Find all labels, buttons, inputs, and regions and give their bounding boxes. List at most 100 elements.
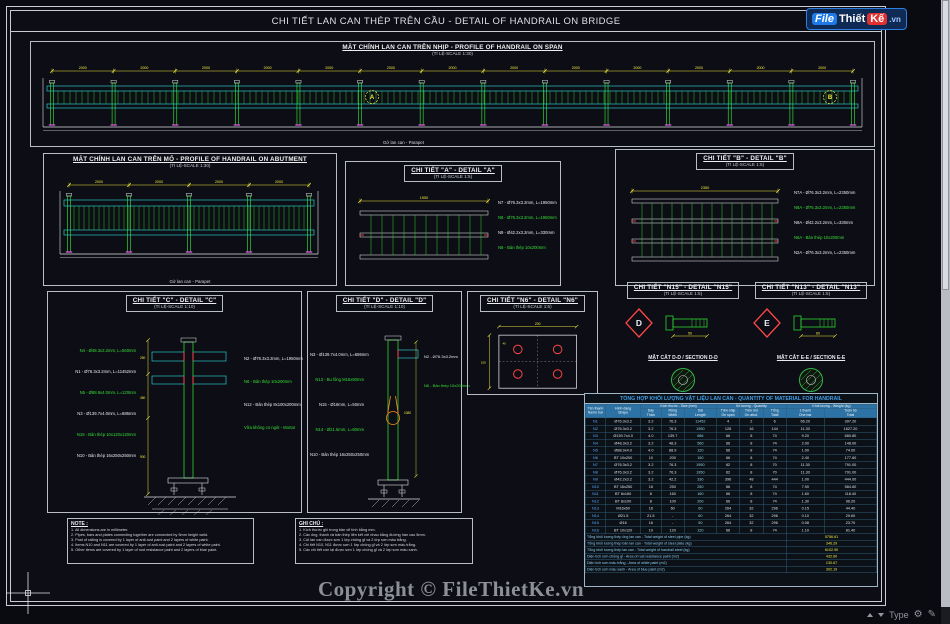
section-letter: E [764, 318, 770, 328]
svg-text:2000: 2000 [325, 66, 333, 70]
detail-title-box: CHI TIẾT "N6" - DETAIL "N6" (TỈ LỆ-SCALE… [480, 295, 585, 312]
panel-title: CHI TIẾT "N13" - DETAIL "N13" [761, 284, 861, 291]
panel-scale: (TỈ LỆ-SCALE 1:30) [432, 51, 473, 56]
svg-text:2350: 2350 [701, 186, 709, 190]
drawing-sheet: CHI TIẾT LAN CAN THÉP TRÊN CẦU - DETAIL … [6, 6, 886, 606]
pickbox [25, 590, 31, 596]
annotation-label: N4 - Ø48.3x3.2mm, L=560mm [79, 348, 136, 353]
material-quantity-table: TỔNG HỢP KHỐI LƯỢNG VẬT LIỆU LAN CAN - Q… [584, 393, 878, 587]
annotation-label: N8A - Ø76.3x3.2mm, L=2350mm [794, 205, 856, 210]
ghi-chu-box: GHI CHÚ : 1. Kích thước ghi trong bản vẽ… [295, 518, 473, 564]
crosshair-cursor [6, 572, 50, 614]
annotation-label: N6 - Bản thép 10x200mm [498, 245, 546, 250]
chevron-up-icon[interactable] [867, 613, 874, 617]
annotation-label: N12 - Bản thép 8x100x200mm [244, 402, 301, 407]
svg-text:150: 150 [481, 361, 486, 365]
svg-text:2000: 2000 [155, 180, 163, 184]
panel-detail-d: CHI TIẾT "D" - DETAIL "D" (TỈ LỆ-SCALE 1… [307, 291, 470, 513]
panel-detail-a: CHI TIẾT "A" - DETAIL "A" (TỈ LỆ-SCALE 1… [345, 161, 561, 286]
section-ee-label: MẶT CẮT E-E / SECTION E-E [776, 355, 846, 361]
detail-title-box: CHI TIẾT "N13" - DETAIL "N13" (TỈ LỆ-SCA… [754, 282, 868, 299]
chevron-down-icon[interactable] [878, 613, 885, 617]
sheet-inner-frame: CHI TIẾT LAN CAN THÉP TRÊN CẦU - DETAIL … [10, 10, 882, 602]
annotation-column-left: N4 - Ø48.3x3.2mm, L=560mm N1 - Ø76.3x3.2m… [50, 348, 136, 458]
annotation-label: N10 - Bản thép 16x250x250mm [76, 453, 136, 458]
n15-bolt-drawing: D 50 [625, 308, 710, 339]
annotation-label: 4. Chi tiết N10, N11 được sơn 1 lớp chốn… [299, 543, 417, 548]
annotation-label: N2A - Ø76.3x3.2mm, L=2350mm [794, 250, 856, 255]
drawing-title: CHI TIẾT LAN CAN THÉP TRÊN CẦU - DETAIL … [11, 11, 881, 32]
detail-title-box: CHI TIẾT "C" - DETAIL "C" (TỈ LỆ-SCALE 1… [125, 295, 224, 312]
section-letter: D [636, 318, 642, 328]
panel-scale: (TỈ LỆ-SCALE 1:5) [791, 291, 831, 296]
annotation-label: N2 - Ø76.3x3.2mm, L=1950mm [244, 356, 303, 361]
quantity-table-title: TỔNG HỢP KHỐI LƯỢNG VẬT LIỆU LAN CAN - Q… [585, 394, 877, 404]
svg-text:50: 50 [688, 332, 692, 336]
svg-text:2000: 2000 [387, 66, 395, 70]
section-ee-circle [799, 368, 823, 392]
svg-text:A: A [370, 95, 375, 101]
filethietke-logo[interactable]: File Thiết Kế .vn [806, 8, 907, 30]
note-items: 1. All dimensions are in millimeter.2. P… [71, 528, 250, 553]
detail-a-drawing: 1950 [357, 196, 491, 260]
annotation-label: N7A - Ø76.3x3.2mm, L=2350mm [794, 190, 856, 195]
gear-icon[interactable]: ⚙ [913, 609, 923, 620]
annotation-label: 2. Các ống, thanh và bản thép liên kết v… [299, 533, 426, 538]
command-type-label[interactable]: Type [889, 610, 909, 620]
svg-text:2000: 2000 [510, 66, 518, 70]
panel-scale: (TỈ LỆ-SCALE 1:10) [154, 304, 195, 309]
annotation-label: N1 - Ø76.3x3.2mm, L=11452mm [75, 369, 136, 374]
detail-title-box: CHI TIẾT "D" - DETAIL "D" (TỈ LỆ-SCALE 1… [335, 295, 434, 312]
svg-text:2000: 2000 [757, 66, 765, 70]
detail-n6-drawing: 200 150 40 [481, 322, 579, 391]
annotation-label: N3 - Ø139.7x4.0mm, L=686mm [77, 411, 136, 416]
panel-title: CHI TIẾT "D" - DETAIL "D" [342, 297, 427, 304]
annotation-label: N9A - Ø42.2x3.2mm, L=330mm [794, 220, 853, 225]
pencil-icon[interactable]: ✎ [927, 609, 936, 620]
annotation-label: N10 - Bản thép 16x250x250mm [310, 452, 370, 457]
section-marker-diamond [753, 308, 781, 338]
svg-text:200: 200 [535, 322, 541, 326]
panel-detail-n15: CHI TIẾT "N15" - DETAIL "N15" (TỈ LỆ-SCA… [622, 279, 744, 397]
annotation-column-right: N2 - Ø76.3x3.2mm, L=1950mm N6 - Bản thép … [244, 356, 303, 430]
annotation-label: N6A - Bản thép 10x200mm [794, 235, 845, 240]
annotation-label: N5 - Ø88.9x4.0mm, L=120mm [79, 390, 136, 395]
ghi-chu-title: GHI CHÚ : [299, 521, 324, 527]
svg-text:2000: 2000 [95, 180, 103, 184]
section-dd-circle [671, 368, 695, 392]
table-footer-row: Diện tích sơn màu xanh - Area of blue pa… [585, 566, 877, 574]
logo-ke-segment: Kế [867, 13, 888, 25]
panel-detail-n13: CHI TIẾT "N13" - DETAIL "N13" (TỈ LỆ-SCA… [747, 279, 875, 397]
parapet-caption: Gờ lan can - Parapet [383, 140, 424, 145]
annotation-label: N7 - Ø76.3x3.2mm, L=1950mm [498, 200, 557, 205]
annotation-label: 2. Pipes, bars and plates connecting tog… [71, 533, 209, 538]
annotation-label: 4. Items N10 and N11 are covered by 1 la… [71, 543, 221, 548]
annotation-label: N2 - Ø76.3x3.2mm [424, 354, 458, 359]
panel-title: CHI TIẾT "B" - DETAIL "B" [703, 155, 787, 162]
panel-detail-b: CHI TIẾT "B" - DETAIL "B" (TỈ LỆ-SCALE 1… [615, 149, 875, 286]
svg-text:60: 60 [816, 332, 820, 336]
annotation-label: N6 - Bản thép 10x200mm [244, 379, 292, 384]
logo-thiet-segment: Thiết [838, 13, 866, 25]
n13-bolt-drawing: E 60 [753, 308, 838, 339]
svg-text:1080: 1080 [404, 411, 411, 415]
logo-vn-segment: .vn [889, 14, 901, 24]
vertical-scrollbar[interactable] [941, 0, 950, 607]
panel-title: MẶT CHÍNH LAN CAN TRÊN MỐ - PROFILE OF H… [73, 156, 307, 163]
scrollbar-thumb[interactable] [942, 0, 949, 290]
panel-profile-on-abutment: MẶT CHÍNH LAN CAN TRÊN MỐ - PROFILE OF H… [43, 153, 337, 286]
annotation-label: 3. Post of railing is covered by 1 layer… [71, 538, 209, 543]
